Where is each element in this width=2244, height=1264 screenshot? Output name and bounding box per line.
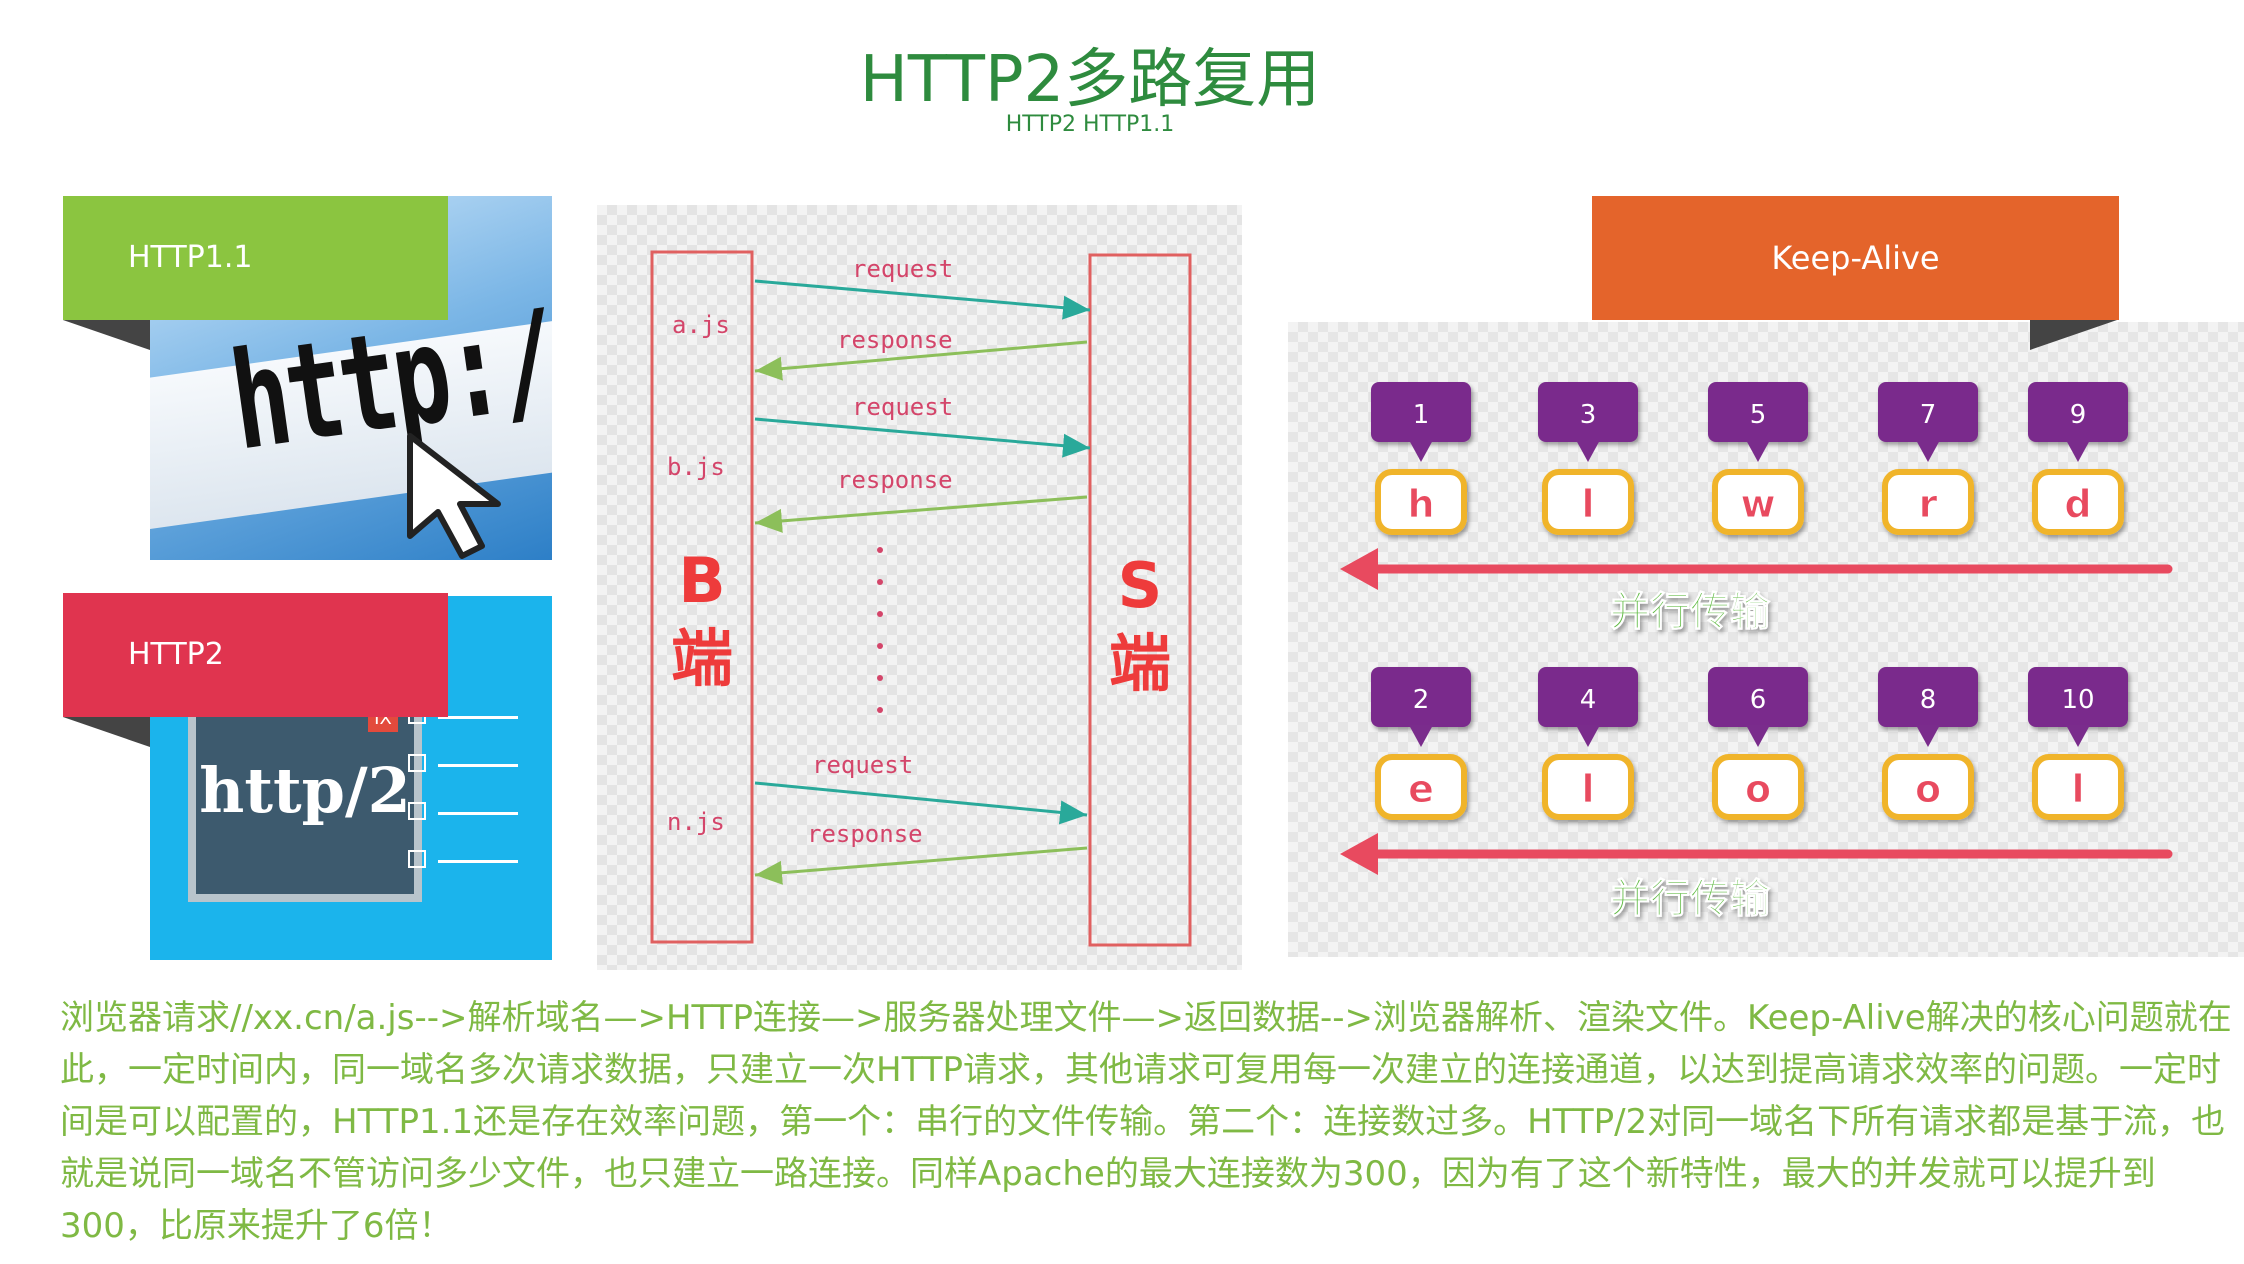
number-tag-pointer bbox=[1746, 440, 1770, 462]
letter-frame bbox=[2032, 469, 2124, 535]
data-letter: w bbox=[1740, 482, 1775, 526]
letter-frame bbox=[1542, 469, 1634, 535]
client-lifeline bbox=[650, 250, 754, 944]
number-tag bbox=[1708, 382, 1808, 442]
data-letter: r bbox=[1919, 482, 1938, 526]
sequence-number: 8 bbox=[1920, 685, 1937, 715]
data-letter: o bbox=[1915, 767, 1941, 811]
number-tag bbox=[2028, 667, 2128, 727]
letter-frame bbox=[1712, 754, 1804, 820]
label-fold bbox=[63, 320, 150, 350]
number-tag-pointer bbox=[2066, 440, 2090, 462]
list-line bbox=[438, 716, 518, 719]
data-letter: o bbox=[1745, 767, 1771, 811]
letter-frame bbox=[1542, 754, 1634, 820]
sequence-number: 4 bbox=[1580, 685, 1597, 715]
number-tag bbox=[1708, 667, 1808, 727]
list-line bbox=[438, 860, 518, 863]
letter-frame bbox=[1882, 469, 1974, 535]
keep-alive-label: Keep-Alive bbox=[1592, 196, 2119, 320]
parallel-label-2: 并行传输 bbox=[1610, 876, 1771, 922]
letter-frame bbox=[2032, 754, 2124, 820]
number-tag-pointer bbox=[2066, 725, 2090, 747]
number-tag-pointer bbox=[1916, 725, 1940, 747]
list-checkbox bbox=[408, 850, 426, 868]
sequence-number: 6 bbox=[1750, 685, 1767, 715]
number-tag bbox=[1878, 382, 1978, 442]
request-arrow bbox=[754, 279, 1091, 320]
response-arrow bbox=[754, 340, 1088, 381]
data-letter: e bbox=[1408, 767, 1434, 811]
letter-frame bbox=[1712, 469, 1804, 535]
parallel-transfer-diagram: 1 h 3 l 5 w 7 r 9 d 2 e 4 l 6 o 8 o 10 l 并行传输 并行传输 bbox=[1288, 322, 2244, 957]
http2-label: HTTP2 bbox=[63, 593, 448, 717]
letter-frame bbox=[1882, 754, 1974, 820]
label-fold bbox=[2030, 320, 2117, 350]
response-arrow bbox=[754, 495, 1088, 533]
cursor-icon bbox=[407, 433, 501, 559]
page-title: HTTP2多路复用 bbox=[859, 43, 1321, 117]
arrow-head bbox=[1340, 833, 1378, 875]
response-arrow bbox=[754, 846, 1088, 885]
letter-frame bbox=[1375, 469, 1467, 535]
sequence-number: 10 bbox=[2061, 685, 2094, 715]
sequence-number: 5 bbox=[1750, 400, 1767, 430]
row-2: 2 e 4 l 6 o 8 o 10 l bbox=[1371, 667, 2128, 820]
number-tag bbox=[1371, 382, 1471, 442]
data-letter: l bbox=[2071, 767, 2084, 811]
page-subtitle: HTTP2 HTTP1.1 bbox=[1005, 112, 1175, 137]
list-line bbox=[438, 764, 518, 767]
request-label: request bbox=[852, 255, 953, 283]
sequence-number: 7 bbox=[1920, 400, 1937, 430]
sequence-number: 2 bbox=[1413, 685, 1430, 715]
number-tag bbox=[1878, 667, 1978, 727]
http2-card-text: http/2 bbox=[199, 754, 411, 827]
sequence-number: 9 bbox=[2070, 400, 2087, 430]
client-label-b: B bbox=[678, 544, 725, 617]
response-label: response bbox=[837, 326, 953, 354]
file-label-n: n.js bbox=[667, 808, 725, 836]
parallel-label-1: 并行传输 bbox=[1610, 589, 1771, 635]
sequence-number: 3 bbox=[1580, 400, 1597, 430]
request-sequence-diagram: B 端 S 端 a.js b.js n.js request response … bbox=[597, 205, 1242, 970]
number-tag-pointer bbox=[1576, 440, 1600, 462]
data-letter: h bbox=[1407, 482, 1434, 526]
list-checkbox bbox=[408, 754, 426, 772]
request-label: request bbox=[812, 751, 913, 779]
client-label-end: 端 bbox=[671, 622, 733, 695]
row-1: 1 h 3 l 5 w 7 r 9 d bbox=[1371, 382, 2128, 535]
number-tag bbox=[2028, 382, 2128, 442]
number-tag-pointer bbox=[1409, 725, 1433, 747]
data-letter: d bbox=[2064, 482, 2091, 526]
number-tag bbox=[1371, 667, 1471, 727]
sequence-number: 1 bbox=[1413, 400, 1430, 430]
request-arrow bbox=[754, 417, 1091, 458]
response-label: response bbox=[807, 820, 923, 848]
arrow-head bbox=[1340, 548, 1378, 590]
number-tag bbox=[1538, 667, 1638, 727]
response-label: response bbox=[837, 466, 953, 494]
ellipsis-dots bbox=[877, 547, 883, 713]
description-text: 浏览器请求//xx.cn/a.js-->解析域名—>HTTP连接—>服务器处理文… bbox=[60, 998, 2232, 1246]
number-tag-pointer bbox=[1409, 440, 1433, 462]
request-label: request bbox=[852, 393, 953, 421]
server-lifeline bbox=[1088, 253, 1192, 947]
list-checkbox bbox=[408, 802, 426, 820]
file-label-a: a.js bbox=[672, 311, 730, 339]
server-label-s: S bbox=[1118, 549, 1163, 622]
number-tag-pointer bbox=[1576, 725, 1600, 747]
list-line bbox=[438, 812, 518, 815]
label-fold bbox=[63, 717, 150, 747]
server-label-end: 端 bbox=[1109, 627, 1171, 700]
number-tag-pointer bbox=[1746, 725, 1770, 747]
data-letter: l bbox=[1581, 767, 1594, 811]
data-letter: l bbox=[1581, 482, 1594, 526]
http2-image: http/2 IX bbox=[150, 596, 552, 960]
file-label-b: b.js bbox=[667, 453, 725, 481]
number-tag bbox=[1538, 382, 1638, 442]
http11-label: HTTP1.1 bbox=[63, 196, 448, 320]
number-tag-pointer bbox=[1916, 440, 1940, 462]
request-arrow bbox=[754, 781, 1088, 825]
letter-frame bbox=[1375, 754, 1467, 820]
